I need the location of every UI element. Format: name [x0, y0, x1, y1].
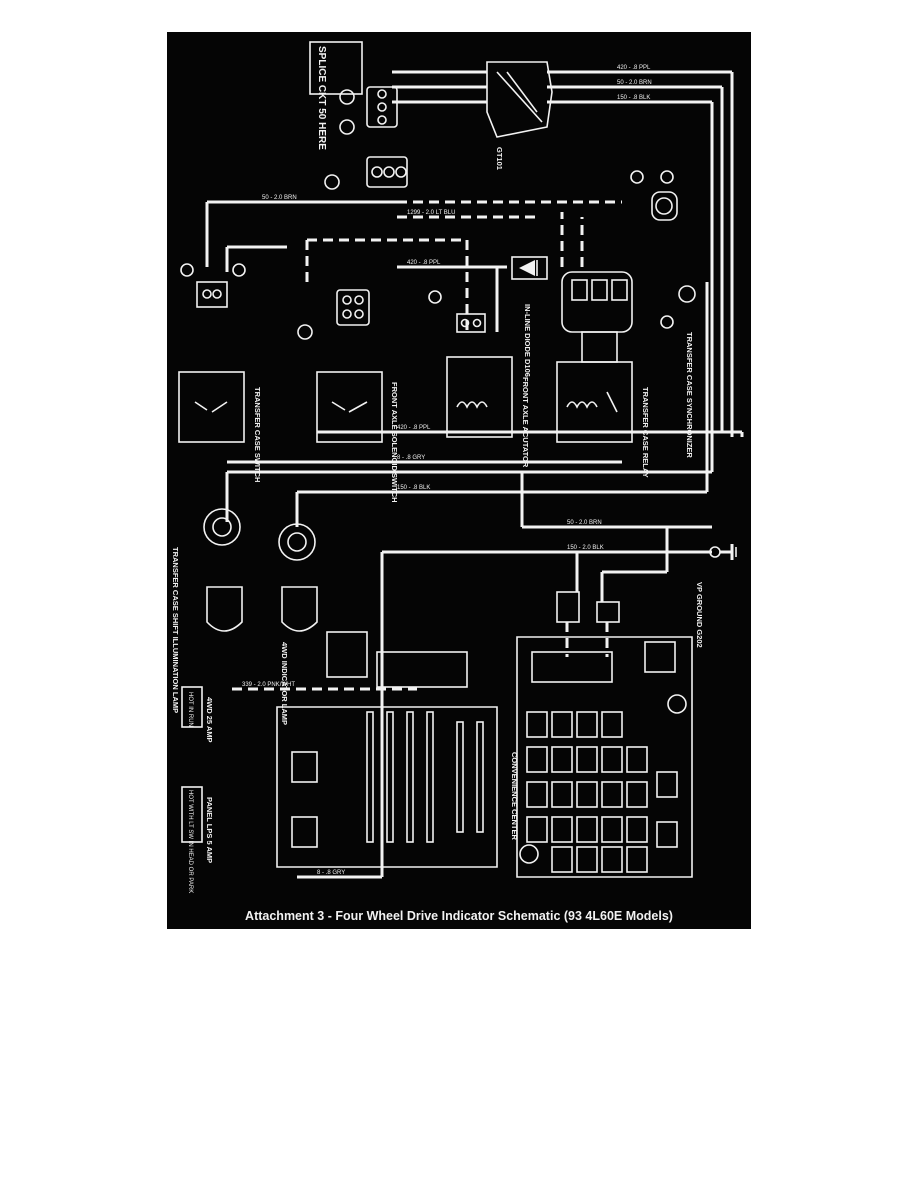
gt101-component: GT101	[486, 61, 553, 170]
fuse-block	[276, 631, 498, 868]
transfer-case-shift-lamp: TRANSFER CASE SHIFT ILLUMINATION LAMP	[171, 508, 318, 713]
splice-box-label: SPLICE CKT 50 HERE	[316, 46, 327, 150]
hot-in-run-label: HOT IN RUN	[187, 692, 193, 727]
transfer-case-switch: TRANSFER CASE SWITCH	[178, 371, 262, 482]
transfer-case-relay: TRANSFER CASE RELAY	[556, 361, 650, 478]
hot-with-lights-label: HOT WITH LT SW IN HEAD OR PARK	[187, 790, 193, 893]
wire-label-150-top: 150 - .8 BLK	[617, 95, 650, 101]
wire-label-50-left: 50 - 2.0 BRN	[262, 195, 297, 201]
wire-label-339: 339 - 2.0 PNK/WHT	[242, 682, 295, 688]
fuse-panel-lps-label: PANEL LPS 5 AMP	[205, 797, 214, 863]
wiring-diagram: SPLICE CKT 50 HERE GT101	[171, 41, 744, 893]
connector-c304	[428, 290, 486, 333]
splice-box: SPLICE CKT 50 HERE	[309, 41, 363, 150]
module-right	[630, 170, 678, 221]
wire-labels: 420 - .8 PPL 50 - 2.0 BRN 150 - .8 BLK 5…	[242, 65, 652, 876]
connector-c305	[556, 591, 620, 623]
fuse-4wd-label: 4WD 25 AMP	[205, 697, 214, 743]
connector-c281	[561, 271, 696, 363]
front-axle-solenoid-switch: FRONT AXLE SOLENOID SWITCH	[316, 371, 399, 503]
connector-c302	[180, 263, 246, 308]
wire-label-420-row: 420 - .8 PPL	[397, 425, 431, 431]
wire-label-1299: 1299 - 2.0 LT BLU	[407, 210, 455, 216]
fuse-panel-lps: HOT WITH LT SW IN HEAD OR PARK PANEL LPS…	[181, 786, 214, 893]
front-axle-solenoid-switch-label: FRONT AXLE SOLENOID SWITCH	[390, 382, 399, 503]
vp-ground: VP GROUND G202	[695, 544, 737, 648]
wire-harness	[205, 70, 744, 879]
wire-label-150-row: 150 - .8 BLK	[397, 485, 430, 491]
in-line-diode-label: IN-LINE DIODE D106	[523, 304, 532, 377]
in-line-diode: IN-LINE DIODE D106	[511, 256, 548, 377]
figure-caption: Attachment 3 - Four Wheel Drive Indicato…	[245, 909, 673, 923]
transfer-case-relay-label: TRANSFER CASE RELAY	[641, 387, 650, 478]
vp-ground-label: VP GROUND G202	[695, 582, 704, 648]
convenience-center: CONVENIENCE CENTER	[510, 636, 693, 878]
convenience-center-label: CONVENIENCE CENTER	[510, 752, 519, 841]
schematic-sheet: SPLICE CKT 50 HERE GT101	[167, 32, 751, 929]
front-axle-actuator-label: FRONT AXLE ACUTATOR	[521, 377, 530, 468]
wire-label-8-row: 8 - .8 GRY	[397, 455, 425, 461]
transfer-case-switch-label: TRANSFER CASE SWITCH	[253, 387, 262, 482]
connector-c303	[297, 289, 370, 340]
wire-label-50-row: 50 - 2.0 BRN	[567, 520, 602, 526]
gt101-label: GT101	[495, 147, 504, 170]
fuse-4wd: HOT IN RUN 4WD 25 AMP	[181, 686, 214, 743]
transfer-case-synchronizer-label: TRANSFER CASE SYNCHRONIZER	[685, 332, 694, 458]
wire-label-420-top: 420 - .8 PPL	[617, 65, 651, 71]
wire-label-50-top: 50 - 2.0 BRN	[617, 80, 652, 86]
transfer-case-shift-lamp-label: TRANSFER CASE SHIFT ILLUMINATION LAMP	[171, 547, 180, 713]
wire-label-150-ground: 150 - 2.0 BLK	[567, 545, 604, 551]
front-axle-actuator: FRONT AXLE ACUTATOR	[446, 356, 530, 468]
wire-label-8-bottom: 8 - .8 GRY	[317, 870, 345, 876]
connector-c300	[324, 86, 408, 190]
indicator-lamp-4wd-label: 4WD INDICATOR LAMP	[280, 642, 289, 725]
wire-label-420-mid: 420 - .8 PPL	[407, 260, 441, 266]
